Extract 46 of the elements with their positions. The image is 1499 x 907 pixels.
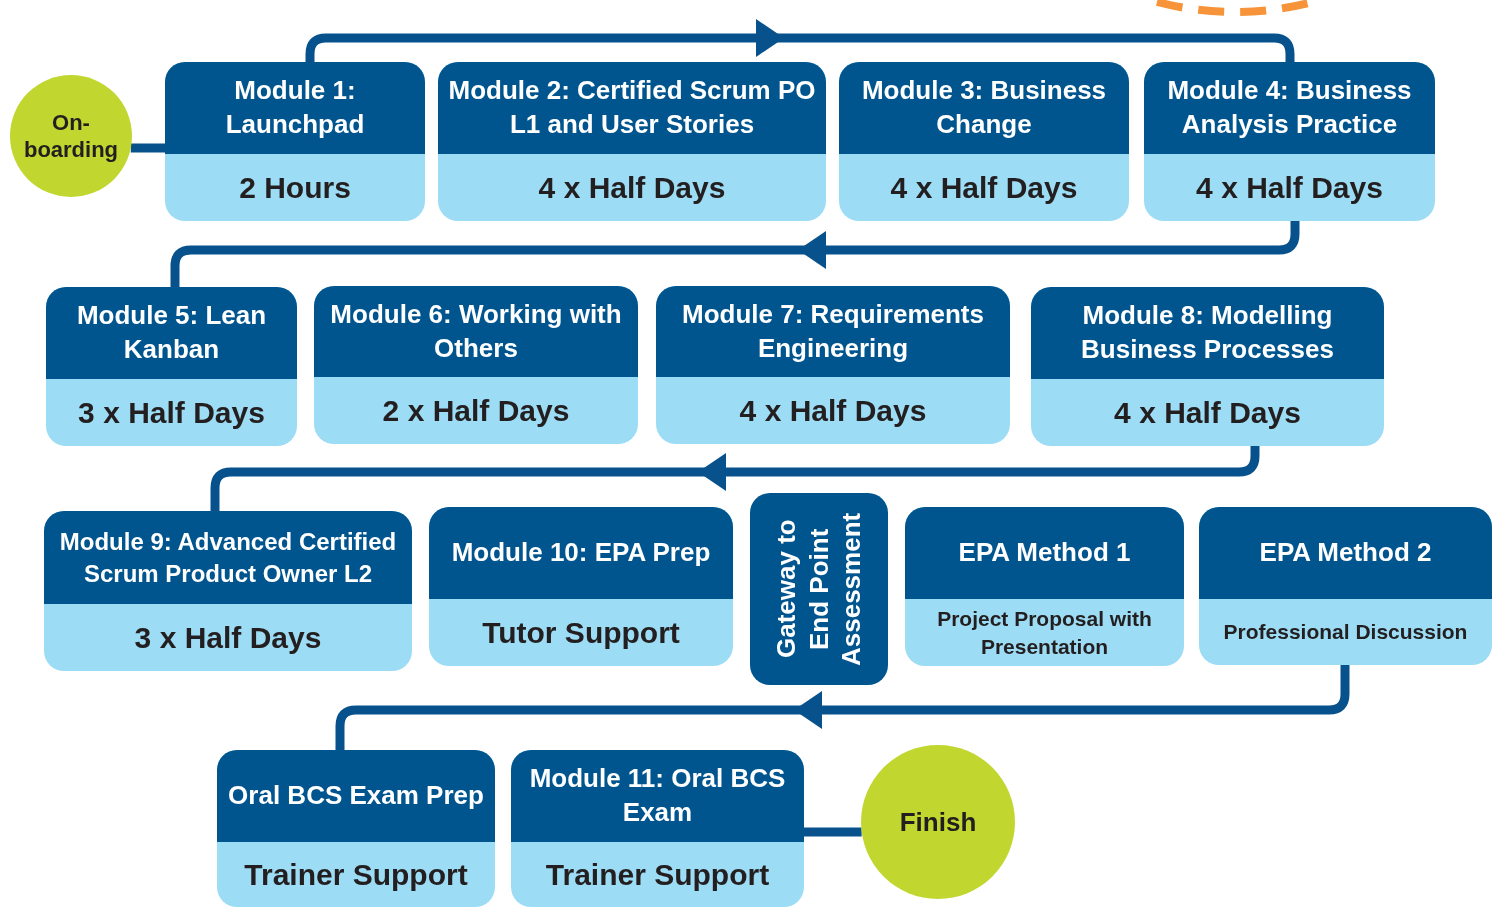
module-card xyxy=(438,62,826,221)
module-duration: 4 x Half Days xyxy=(889,170,1079,206)
milestone-label: Finish xyxy=(899,805,977,839)
module-duration: 4 x Half Days xyxy=(1113,395,1302,431)
module-title: Module 3: Business Change xyxy=(839,62,1129,154)
module-duration: Trainer Support xyxy=(243,857,469,893)
module-card xyxy=(429,507,733,666)
module-duration: 4 x Half Days xyxy=(738,393,928,429)
module-title: EPA Method 2 xyxy=(1199,507,1492,599)
module-duration: 4 x Half Days xyxy=(537,170,727,206)
module-card xyxy=(314,286,638,444)
module-duration: 2 Hours xyxy=(238,170,352,206)
module-title: Module 8: Modelling Business Processes xyxy=(1031,287,1384,379)
module-card xyxy=(1031,287,1384,446)
module-duration: Trainer Support xyxy=(544,857,771,893)
module-title: Module 11: Oral BCS Exam xyxy=(511,750,804,842)
module-title: EPA Method 1 xyxy=(905,507,1184,599)
module-duration: 3 x Half Days xyxy=(77,395,266,431)
module-duration: 3 x Half Days xyxy=(133,620,323,656)
module-duration: 2 x Half Days xyxy=(381,393,571,429)
module-title: Module 10: EPA Prep xyxy=(429,507,733,599)
module-duration: 4 x Half Days xyxy=(1195,170,1384,206)
module-card xyxy=(511,750,804,907)
module-title: Module 9: Advanced Certified Scrum Product Owner L2 xyxy=(44,511,412,604)
module-title: Module 6: Working with Others xyxy=(314,286,638,377)
gateway-label: Gateway to End Point Assessment xyxy=(770,511,868,668)
module-title: Module 4: Business Analysis Practice xyxy=(1144,62,1435,154)
milestone-label: On-boarding xyxy=(22,108,120,164)
module-title: Module 5: Lean Kanban xyxy=(46,287,297,379)
module-duration: Tutor Support xyxy=(481,615,681,651)
module-card xyxy=(839,62,1129,221)
module-duration: Project Proposal with Presentation xyxy=(936,606,1153,660)
module-card xyxy=(905,507,1184,666)
module-card xyxy=(217,750,495,907)
module-card xyxy=(656,286,1010,444)
module-card xyxy=(165,62,425,221)
module-title: Module 1: Launchpad xyxy=(165,62,425,154)
module-title: Module 7: Requirements Engineering xyxy=(656,286,1010,377)
module-card xyxy=(1144,62,1435,221)
module-duration: Professional Discussion xyxy=(1222,619,1469,646)
module-card xyxy=(44,511,412,671)
module-card xyxy=(1199,507,1492,665)
module-title: Oral BCS Exam Prep xyxy=(217,750,495,842)
module-title: Module 2: Certified Scrum PO L1 and User Stories xyxy=(438,62,826,154)
gateway-box xyxy=(750,493,888,685)
module-card xyxy=(46,287,297,446)
